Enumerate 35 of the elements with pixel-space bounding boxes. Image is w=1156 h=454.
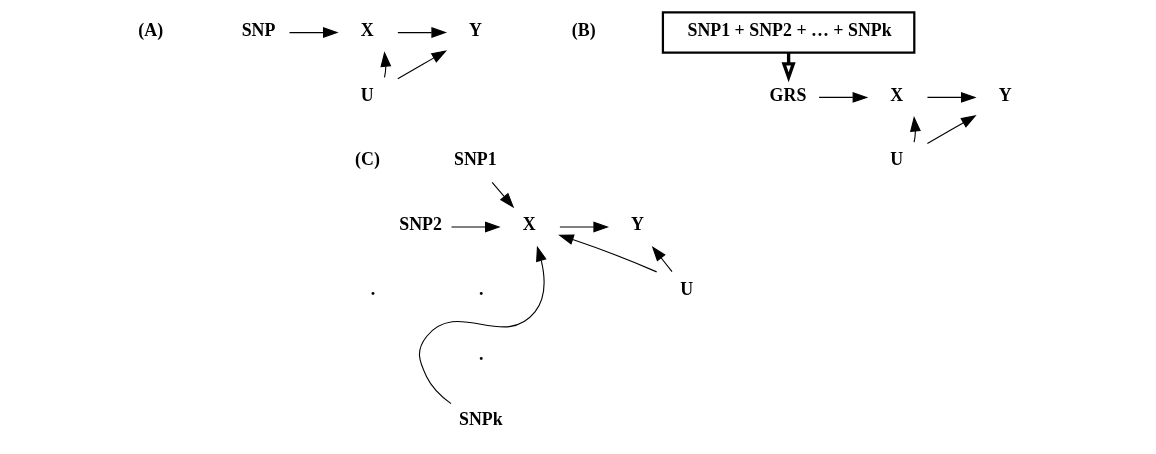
node-text: Y (998, 84, 1012, 105)
node-text: SNP2 (399, 214, 442, 235)
node-text: X (522, 214, 536, 235)
arrow (558, 234, 658, 273)
node-text: U (680, 278, 694, 299)
node-text: SNP1 (453, 149, 497, 170)
arrow (418, 245, 547, 405)
arrow (397, 50, 448, 80)
node-text: GRS (769, 84, 807, 105)
label: (B) (571, 19, 596, 40)
node-text: U (890, 149, 904, 170)
label: (C) (355, 149, 380, 170)
label: . (479, 278, 484, 299)
arrow (288, 27, 339, 39)
label: . (479, 343, 484, 364)
arrow (491, 181, 515, 209)
node-text: SNPk (459, 408, 503, 429)
arrow (926, 91, 977, 103)
arrow (397, 27, 448, 39)
node-text: X (360, 19, 374, 40)
node-text: U (360, 84, 374, 105)
node-text: Y (469, 19, 482, 40)
arrow (910, 115, 921, 143)
arrow (450, 221, 501, 233)
label: . (370, 278, 376, 299)
node-text: X (890, 84, 904, 105)
arrow (818, 91, 869, 103)
node-text: SNP (241, 19, 276, 40)
arrow (651, 245, 673, 273)
arrow (559, 221, 610, 233)
node-text: Y (631, 214, 644, 235)
node-box: SNP1 + SNP2 + … + SNPk (661, 11, 916, 54)
label: (A) (138, 19, 164, 40)
arrow (380, 51, 392, 78)
arrow (926, 115, 977, 145)
